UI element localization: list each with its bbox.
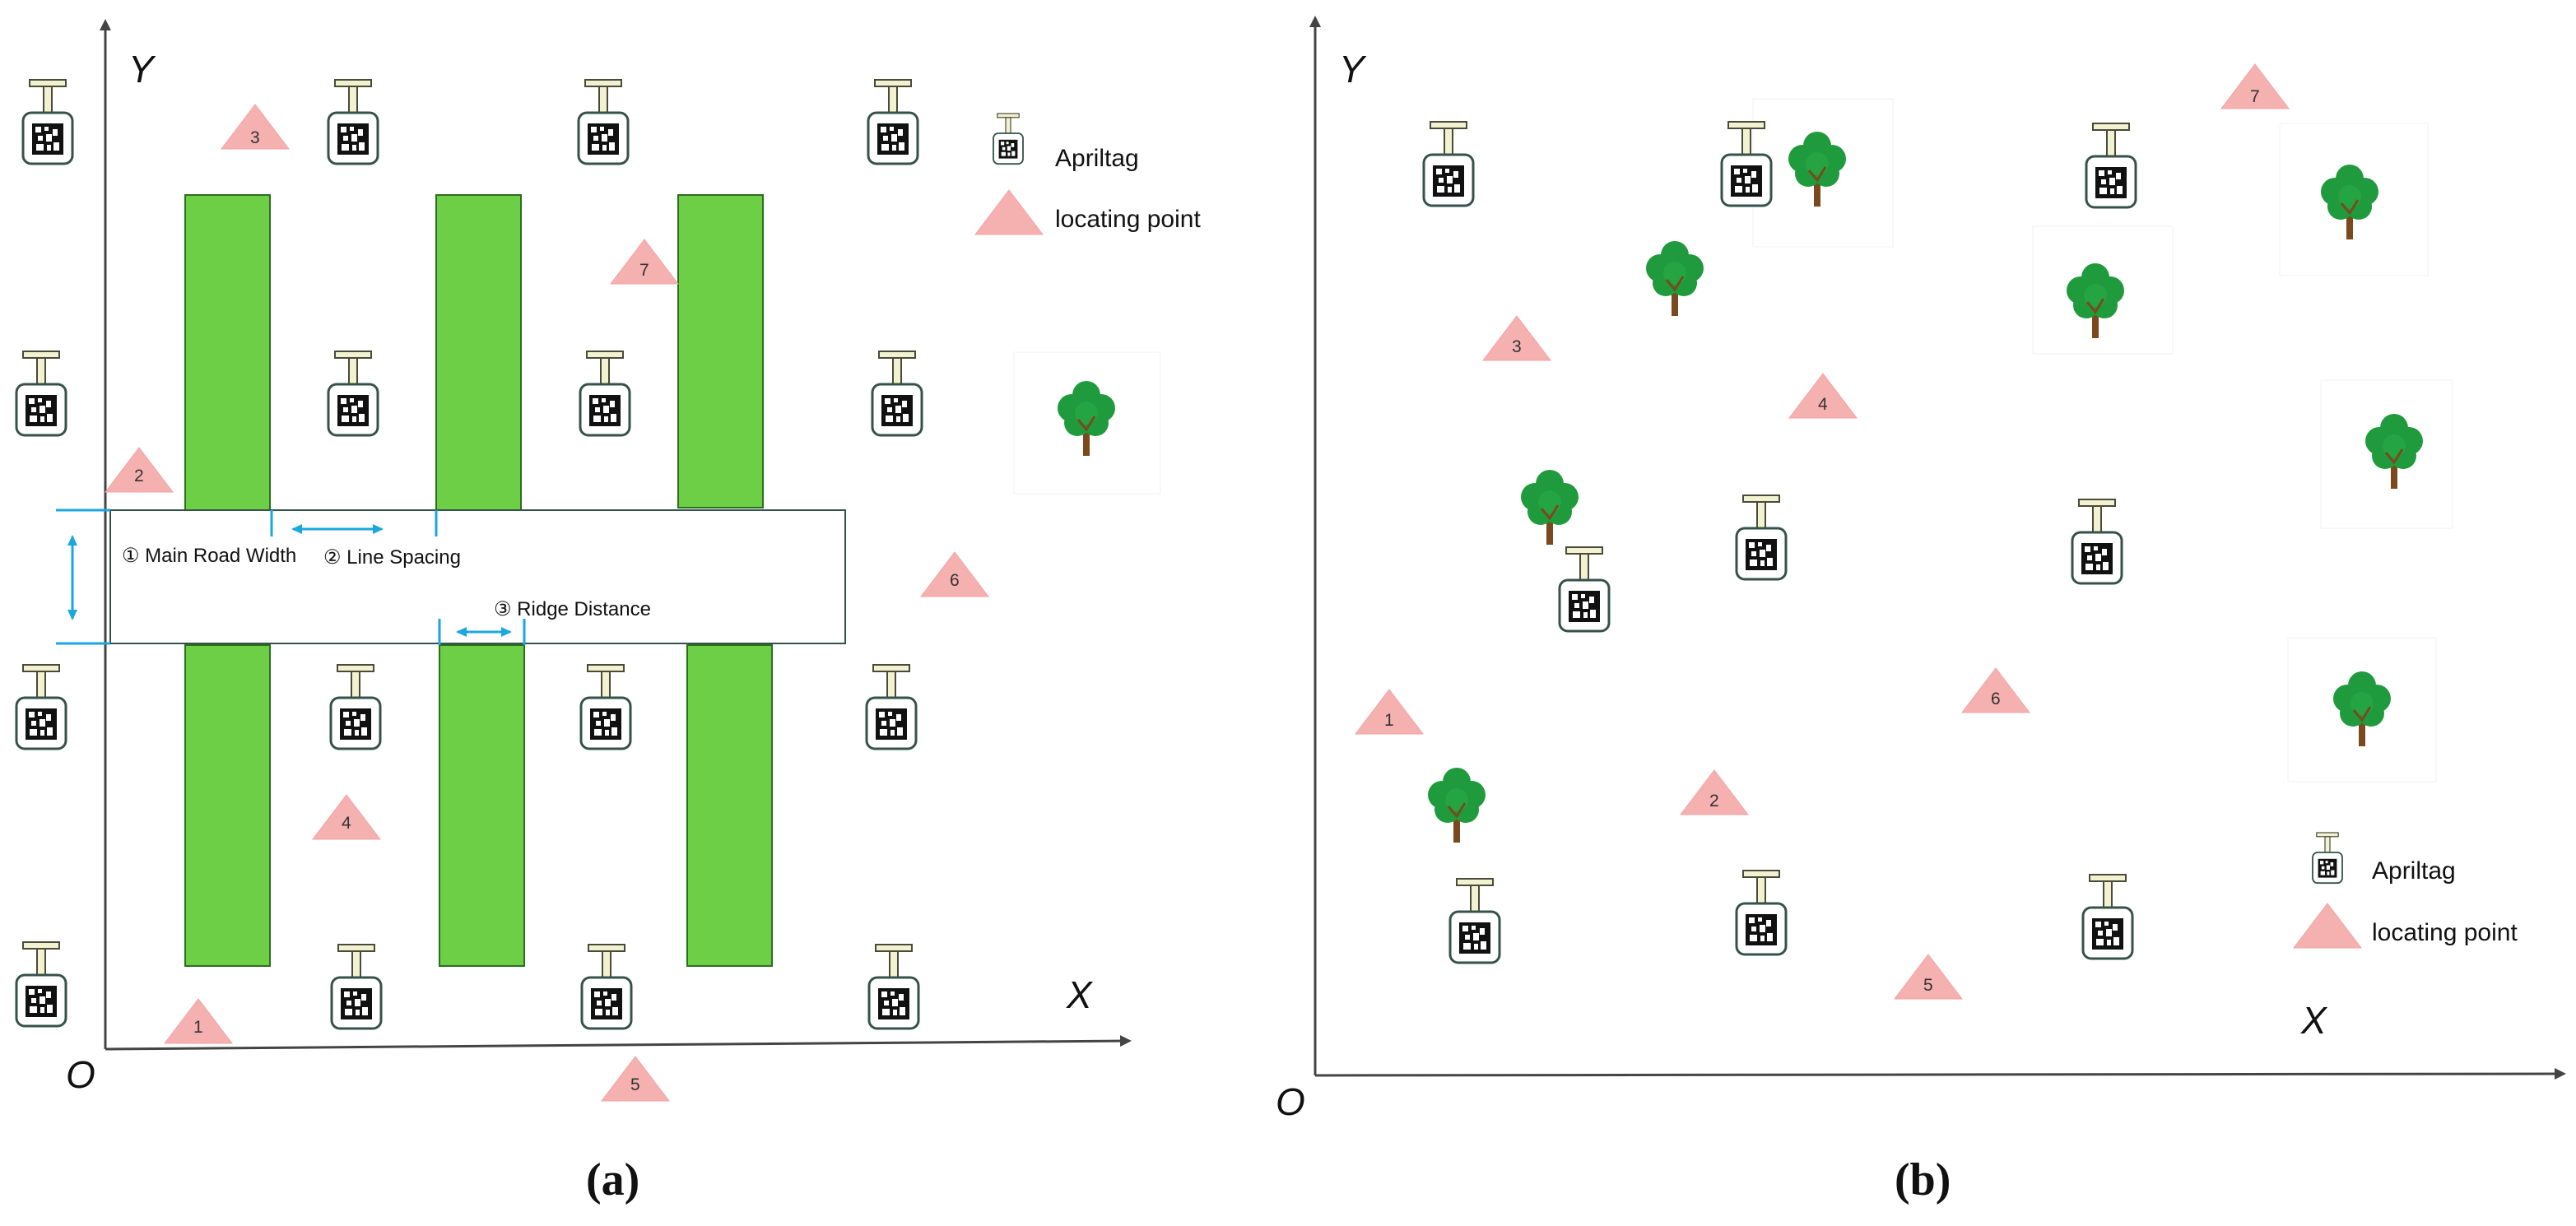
- tree-icon: [1644, 239, 1705, 318]
- x-axis: [1314, 1068, 2566, 1080]
- apriltag-icon: [865, 663, 918, 750]
- apriltag-icon: [2081, 873, 2134, 960]
- apriltag-icon: [15, 663, 67, 750]
- x-axis-label: X: [1066, 973, 1094, 1016]
- apriltag-icon: [580, 943, 633, 1030]
- apriltag-icon: [1448, 877, 1501, 964]
- ridge-bar: [439, 644, 525, 967]
- apriltag-icon: [579, 663, 632, 750]
- ridge-bar: [435, 194, 522, 511]
- tree-icon: [1519, 468, 1580, 546]
- ridge-bar: [184, 194, 271, 511]
- legend-locating-point-label: locating point: [2372, 919, 2518, 946]
- ridge-bar: [677, 194, 764, 509]
- apriltag-icon: [1735, 869, 1788, 956]
- apriltag-icon: [993, 113, 1024, 165]
- panel-a: Y X O ① Main Road Width ② Line Spacing ③…: [15, 19, 1201, 1205]
- panel-b: Y X O 1 2 3 4: [1276, 16, 2566, 1205]
- legend-apriltag-label: Apriltag: [1055, 145, 1139, 172]
- apriltag-icon: [579, 350, 631, 437]
- apriltag-icon: [327, 350, 379, 437]
- ridge-bar: [184, 644, 271, 967]
- locating-point-label: 7: [639, 261, 649, 280]
- apriltag-icon: [15, 350, 67, 437]
- legend-locating-point-label: locating point: [1055, 206, 1201, 233]
- apriltag-icon: [2312, 832, 2343, 885]
- main-road-width-label: ① Main Road Width: [122, 545, 296, 567]
- y-axis-label: Y: [128, 48, 156, 91]
- tree-icon: [1426, 766, 1487, 844]
- locating-point-label: 3: [250, 128, 260, 147]
- ridge-distance-label: ③ Ridge Distance: [494, 598, 651, 620]
- main-road: [109, 509, 846, 644]
- apriltag-icon: [15, 940, 67, 1028]
- locating-point-label: 3: [1512, 337, 1522, 356]
- y-axis-label: Y: [1339, 48, 1367, 91]
- apriltag-icon: [1558, 546, 1611, 633]
- locating-point-icon: [974, 189, 1044, 235]
- locating-point-label: 4: [1818, 395, 1828, 414]
- locating-point-label: 1: [193, 1018, 203, 1037]
- apriltag-icon: [1422, 120, 1475, 207]
- legend-apriltag-label: Apriltag: [2372, 857, 2456, 885]
- apriltag-icon: [1735, 494, 1788, 581]
- origin-label: O: [1276, 1080, 1305, 1123]
- x-axis: [105, 1035, 1132, 1051]
- x-axis-label: X: [2300, 999, 2328, 1042]
- apriltag-icon: [329, 663, 382, 750]
- line-spacing-label: ② Line Spacing: [323, 546, 461, 569]
- apriltag-icon: [330, 943, 383, 1030]
- locating-point-label: 5: [630, 1075, 640, 1094]
- locating-point-label: 1: [1384, 711, 1394, 730]
- ridge-bar: [686, 644, 773, 967]
- caption-b: (b): [1895, 1154, 1951, 1205]
- locating-point-label: 2: [134, 467, 144, 485]
- locating-point-label: 2: [1709, 792, 1719, 810]
- apriltag-icon: [577, 78, 630, 165]
- locating-point-label: 4: [342, 814, 351, 833]
- apriltag-icon: [871, 350, 923, 437]
- locating-point-label: 5: [1923, 976, 1933, 995]
- origin-label: O: [66, 1053, 95, 1096]
- locating-point-label: 6: [950, 571, 960, 590]
- caption-a: (a): [586, 1154, 639, 1205]
- locating-point-label: 7: [2250, 87, 2260, 106]
- apriltag-icon: [867, 943, 920, 1030]
- apriltag-icon: [2085, 122, 2137, 209]
- apriltag-icon: [21, 78, 74, 165]
- apriltag-icon: [327, 78, 379, 165]
- apriltag-icon: [2071, 498, 2123, 585]
- apriltag-icon: [867, 78, 919, 165]
- locating-point-icon: [2293, 903, 2362, 949]
- locating-point-label: 6: [1991, 690, 2001, 708]
